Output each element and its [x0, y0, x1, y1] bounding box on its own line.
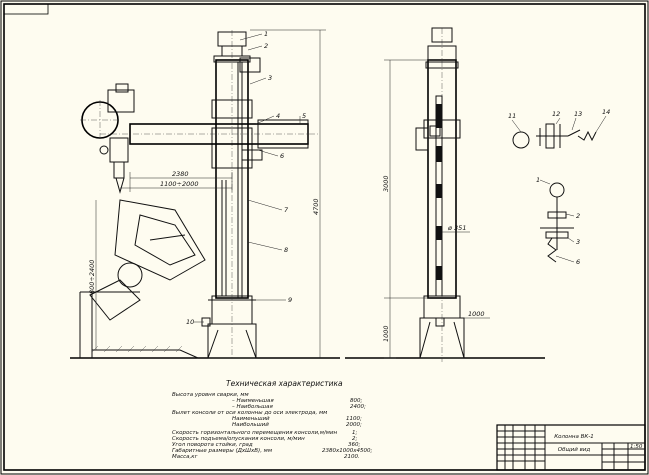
callout-6: 6 [280, 152, 284, 160]
schematic-callout-11: 11 [508, 112, 516, 120]
dim-column-height: 3000 [382, 175, 390, 192]
side-view [345, 27, 545, 362]
dim-column-diameter: ø 351 [447, 224, 466, 232]
spec-row-label: Скорость подъема/опускания консоли, м/ми… [172, 436, 305, 442]
spec-row-value: 360; [348, 442, 360, 448]
spec-row-label: – Наименьшая [232, 398, 274, 404]
spec-row-value: 2400; [350, 404, 366, 410]
schematic-callout-14: 14 [602, 108, 610, 116]
title-block-scale: 1:50 [630, 444, 643, 450]
dim-arm-reach: 1100÷2000 [160, 180, 199, 188]
spec-row-label: Наименьший [232, 416, 270, 422]
callout-3: 3 [268, 74, 272, 82]
schematic-callout-12: 12 [552, 110, 560, 118]
spec-row-label: Габаритные размеры (ДхШхВ), мм [172, 448, 272, 454]
callout-2: 2 [264, 42, 268, 50]
title-block-subtitle: Общий вид [558, 447, 591, 453]
front-view-leaders [194, 33, 301, 323]
schematic-callout-b1: 1 [536, 176, 540, 184]
callout-10: 10 [186, 318, 194, 326]
spec-row-value: 800; [350, 398, 362, 404]
spec-row-label: Масса,кг [172, 454, 198, 460]
dim-arm-length: 2380 [172, 170, 189, 178]
top-stamp-box [3, 3, 49, 15]
title-block-name: Колонна ВК-1 [554, 434, 594, 440]
spec-row-label: Скорость горизонтального перемещения кон… [172, 430, 338, 436]
schematic-callout-b2: 2 [576, 212, 580, 220]
callout-9: 9 [288, 296, 292, 304]
spec-row-value: 1; [352, 430, 357, 436]
spec-row-value: 1100; [346, 416, 362, 422]
dim-base-height: 1000 [382, 325, 390, 342]
spec-row-label: Наибольший [232, 422, 269, 428]
callout-1: 1 [264, 30, 268, 38]
spec-row-value: 2100. [344, 454, 360, 460]
schematic-callout-b6: 6 [576, 258, 580, 266]
schematic-callout-b3: 3 [576, 238, 580, 246]
title-block [496, 424, 646, 471]
drawing-frame [3, 3, 646, 471]
specs-list: Высота уровня сварки, мм – Наименьшая 80… [172, 392, 373, 460]
callout-8: 8 [284, 246, 288, 254]
spec-row-label: Высота уровня сварки, мм [172, 392, 249, 398]
dim-weld-height: 800÷2400 [88, 260, 96, 294]
spec-row-value: 2000; [346, 422, 362, 428]
kinematic-schematic [511, 115, 607, 263]
spec-row-label: Вылет консоли от оси колонны до оси элек… [172, 410, 327, 416]
spec-row-value: 2; [352, 436, 357, 442]
spec-row-label: Угол поворота стойки, град [172, 442, 253, 448]
callout-7: 7 [284, 206, 289, 214]
callout-5: 5 [302, 112, 306, 120]
specs-title: Техническая характеристика [226, 379, 343, 388]
front-view-dimensions [95, 29, 326, 358]
front-view [70, 30, 340, 360]
callout-4: 4 [276, 112, 280, 120]
spec-row-value: 2380х1000х4500; [322, 448, 373, 454]
schematic-callout-13: 13 [574, 110, 582, 118]
spec-row-label: – Наибольшая [232, 404, 273, 410]
dim-base-width: 1000 [468, 310, 485, 318]
dim-total-height: 4700 [312, 198, 320, 215]
